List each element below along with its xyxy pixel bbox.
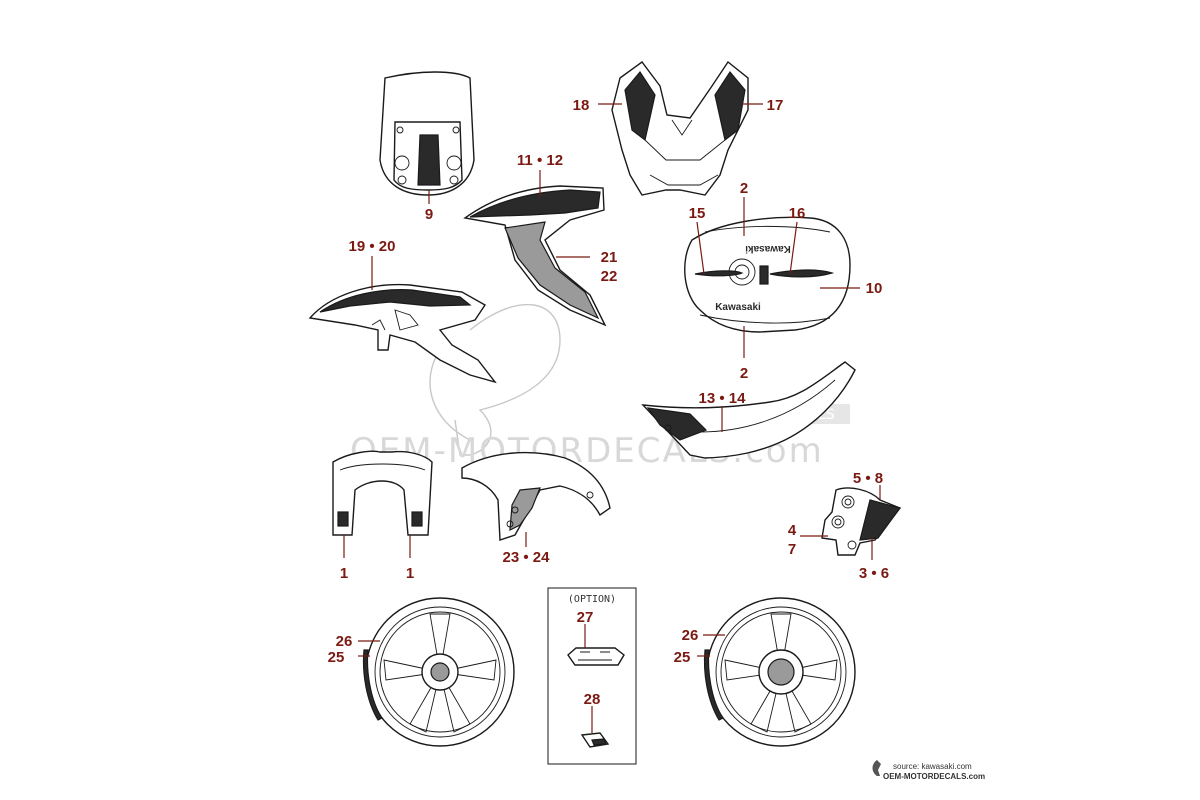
credits-site: OEM-MOTORDECALS.com (883, 772, 985, 781)
callout-28: 28 (584, 691, 601, 708)
callout-5-8: 5 • 8 (853, 470, 883, 487)
callout-16: 16 (789, 205, 806, 222)
callout-7: 7 (788, 541, 796, 558)
option-box: (OPTION) 27 28 (547, 587, 637, 765)
callout-2-bottom: 2 (740, 365, 748, 382)
windshield-part: 9 (379, 71, 475, 223)
option-label: (OPTION) (568, 594, 616, 605)
credits-source: source: kawasaki.com (893, 762, 972, 771)
heel-guard-bracket-part: 5 • 8 4 7 3 • 6 (788, 470, 902, 582)
credits: source: kawasaki.com OEM-MOTORDECALS.com (872, 760, 985, 781)
side-shroud-part: VERSYS 11 • 12 21 22 (463, 152, 618, 327)
seat-cowl-part: 13 • 14 (641, 361, 856, 459)
front-cowl-part: 18 17 (573, 60, 784, 196)
callout-18: 18 (573, 97, 590, 114)
callout-22: 22 (601, 268, 618, 285)
fuel-tank-part: Kawasaki Kawasaki 2 15 16 10 2 (684, 180, 883, 382)
callout-25-left: 25 (328, 649, 345, 666)
callout-19-20: 19 • 20 (349, 238, 396, 255)
callout-3-6: 3 • 6 (859, 565, 889, 582)
front-wheel-part: 26 25 (328, 597, 515, 747)
front-fender-part: 23 • 24 (461, 451, 611, 566)
callout-13-14: 13 • 14 (699, 390, 747, 407)
credits-bird-icon (872, 760, 881, 776)
callout-21: 21 (601, 249, 618, 266)
tank-logo-bottom: Kawasaki (715, 302, 761, 313)
callout-27: 27 (577, 609, 594, 626)
rear-wheel-part: 26 25 (674, 597, 856, 747)
callout-1-left: 1 (340, 565, 348, 582)
watermark-bird-logo (429, 303, 561, 456)
tank-logo-top: Kawasaki (745, 243, 791, 254)
callout-4: 4 (788, 522, 797, 539)
callout-9: 9 (425, 206, 433, 223)
callout-11-12: 11 • 12 (517, 152, 563, 169)
callout-17: 17 (767, 97, 784, 114)
callout-25-right: 25 (674, 649, 691, 666)
callout-1-right: 1 (406, 565, 414, 582)
callout-2-top: 2 (740, 180, 748, 197)
callout-15: 15 (689, 205, 706, 222)
front-side-panel-part: 19 • 20 (308, 238, 497, 384)
fork-guard-part: 1 1 (332, 450, 433, 582)
callout-26-right: 26 (682, 627, 699, 644)
callout-26-left: 26 (336, 633, 353, 650)
callout-23-24: 23 • 24 (503, 549, 551, 566)
callout-10: 10 (866, 280, 883, 297)
